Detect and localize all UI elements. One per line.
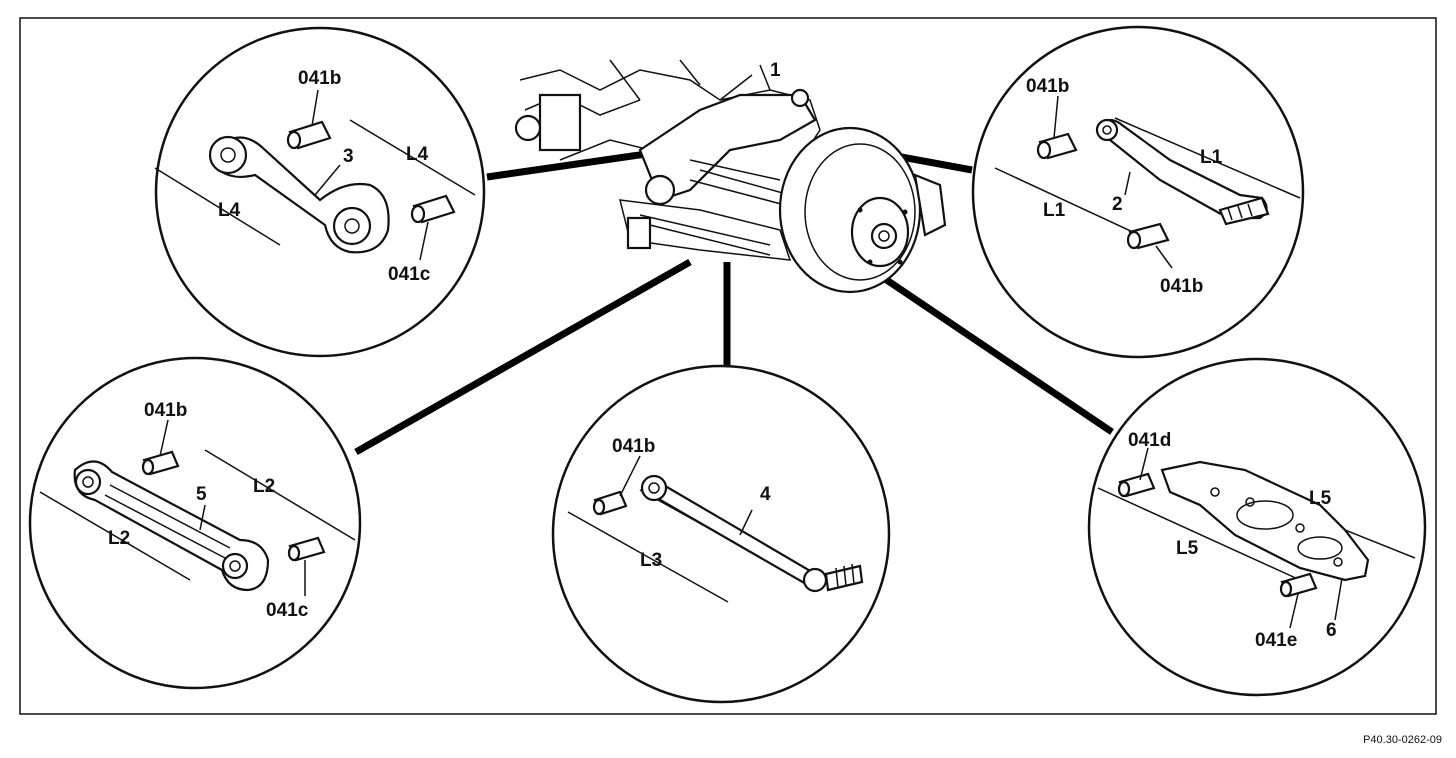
detail-circle-part-2 <box>971 25 1305 359</box>
rear-axle-assembly <box>514 59 947 294</box>
label-L4: L4 <box>218 200 241 221</box>
detail-circle-part-6 <box>1087 357 1427 697</box>
detail-circle-part-5 <box>28 356 362 690</box>
label-041d: 041d <box>1128 430 1171 451</box>
label-041b: 041b <box>612 436 655 457</box>
label-part-4: 4 <box>760 484 771 505</box>
label-L2: L2 <box>108 528 130 549</box>
label-041c: 041c <box>266 600 309 621</box>
label-041b: 041b <box>1026 76 1069 97</box>
label-L5: L5 <box>1176 538 1199 559</box>
label-L5: L5 <box>1309 488 1332 509</box>
label-041c: 041c <box>388 264 431 285</box>
figure-reference-number: P40.30-0262-09 <box>1363 734 1442 746</box>
label-L4: L4 <box>406 144 429 165</box>
detail-circle-part-4 <box>551 364 891 704</box>
label-041e: 041e <box>1255 630 1297 651</box>
detail-circle-part-3 <box>154 26 486 358</box>
label-L2: L2 <box>253 476 275 497</box>
label-L3: L3 <box>640 550 662 571</box>
label-L1: L1 <box>1043 200 1066 221</box>
label-L1: L1 <box>1200 147 1223 168</box>
label-041b: 041b <box>144 400 187 421</box>
label-part-6: 6 <box>1326 620 1337 641</box>
label-041b: 041b <box>1160 276 1203 297</box>
label-part-3: 3 <box>343 146 354 167</box>
label-part-5: 5 <box>196 484 207 505</box>
label-part-2: 2 <box>1112 194 1123 215</box>
label-part-1: 1 <box>770 60 781 81</box>
label-041b: 041b <box>298 68 341 89</box>
